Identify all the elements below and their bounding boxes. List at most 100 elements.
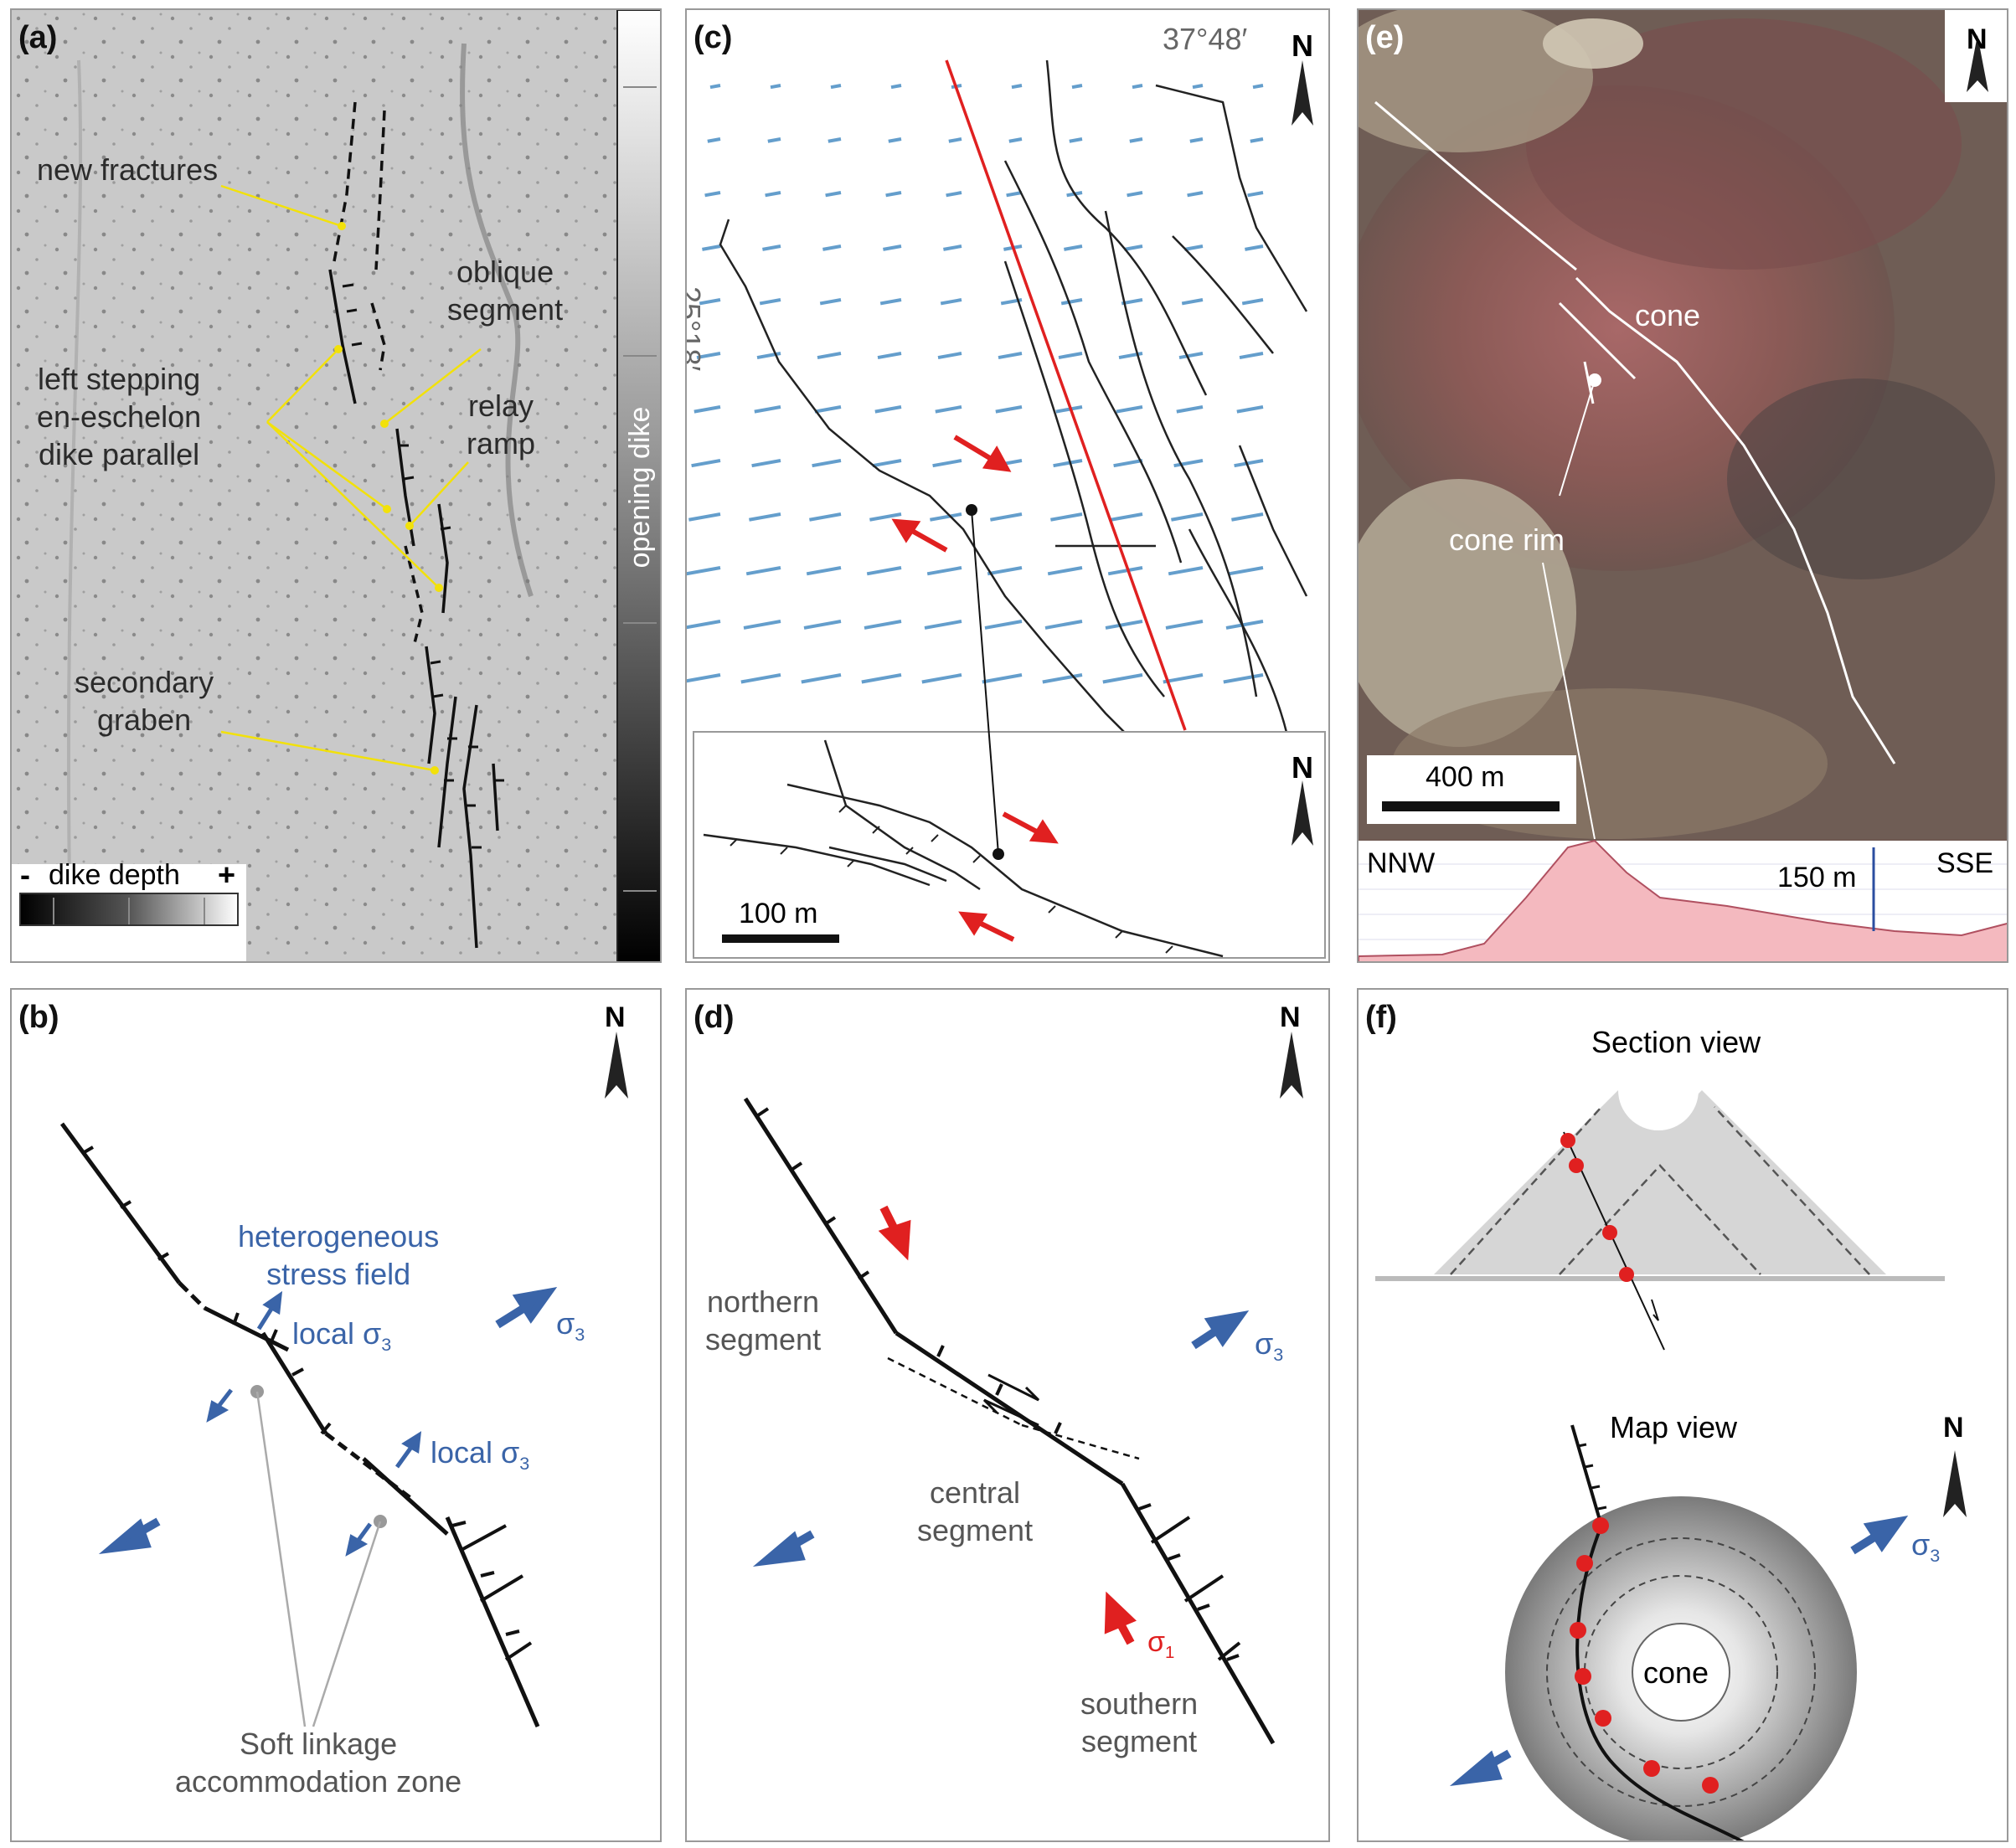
displacement-vector <box>762 245 781 251</box>
north-label-f: N <box>1943 1412 1964 1444</box>
left-stepping-line2: en-eschelon <box>37 399 202 434</box>
displacement-vector <box>756 352 781 360</box>
displacement-vector <box>743 620 781 630</box>
displacement-vector <box>1008 137 1023 143</box>
panel-c-label: (c) <box>693 20 733 55</box>
heterogeneous-line2: stress field <box>266 1257 411 1291</box>
central-segment-label: central segment <box>917 1474 1033 1549</box>
displacement-vector <box>1064 245 1083 251</box>
displacement-vector <box>828 137 842 143</box>
sigma3-d: σ3 <box>1255 1325 1283 1367</box>
local-sigma-text-upper: local σ <box>292 1316 382 1351</box>
displacement-vector <box>1176 405 1204 414</box>
displacement-vector <box>1058 352 1083 360</box>
secondary-graben-label: secondary graben <box>75 663 214 739</box>
displacement-vector <box>937 352 962 360</box>
displacement-vector <box>982 673 1023 684</box>
displacement-vector <box>1187 191 1204 198</box>
graben-line1: secondary <box>75 665 214 699</box>
cone-label-e: cone <box>1635 298 1701 332</box>
sigma-symbol-f: σ <box>1911 1527 1931 1562</box>
heterogeneous-stress-label: heterogeneous stress field <box>238 1217 439 1293</box>
displacement-vector <box>872 459 902 468</box>
displacement-vector <box>1102 673 1143 684</box>
displacement-vector <box>874 405 902 414</box>
displacement-vector <box>987 566 1023 576</box>
soft-linkage-line1: Soft linkage <box>240 1727 398 1761</box>
displacement-vector <box>745 566 781 576</box>
displacement-vector <box>1107 566 1143 576</box>
displacement-vector <box>1044 620 1083 630</box>
displacement-vector <box>1060 298 1083 306</box>
displacement-vector <box>1189 137 1204 143</box>
displacement-vector <box>1234 459 1264 468</box>
displacement-vector <box>864 620 902 630</box>
displacement-vector <box>1105 620 1143 630</box>
displacement-vector <box>935 405 962 414</box>
sigma-symbol-b: σ <box>556 1306 575 1341</box>
displacement-vector <box>702 245 721 251</box>
panel-a: (a) new fractures oblique segment left s… <box>10 8 662 963</box>
displacement-vector <box>890 84 902 90</box>
displacement-vector <box>1165 620 1204 630</box>
displacement-vector <box>1116 405 1143 414</box>
panel-f-label: (f) <box>1365 1000 1397 1035</box>
sigma3-f: σ3 <box>1911 1526 1940 1567</box>
displacement-vector <box>946 191 962 198</box>
left-stepping-label: left stepping en-eschelon dike parallel <box>37 360 201 473</box>
displacement-vector <box>1236 405 1264 414</box>
displacement-vector <box>759 298 781 306</box>
displacement-vector <box>1055 405 1083 414</box>
displacement-vector <box>1006 191 1023 198</box>
displacement-vector <box>924 620 962 630</box>
scale-label-c: 100 m <box>739 898 818 929</box>
displacement-vector <box>1225 620 1264 630</box>
displacement-vector <box>830 84 842 90</box>
displacement-vector <box>1184 245 1204 251</box>
displacement-vector <box>1042 673 1083 684</box>
displacement-vector <box>921 673 962 684</box>
displacement-vector <box>1127 191 1143 198</box>
displacement-vector <box>825 191 842 198</box>
relay-line1: relay <box>468 389 534 423</box>
sigma3-b: σ3 <box>556 1305 585 1346</box>
displacement-vector <box>1113 459 1143 468</box>
displacement-vector <box>704 191 721 198</box>
displacement-vector <box>687 620 721 630</box>
displacement-vector <box>1163 673 1204 684</box>
displacement-vector <box>879 298 902 306</box>
depth-label: dike depth <box>49 859 180 891</box>
displacement-vector <box>1228 566 1264 576</box>
displacement-vector <box>1173 459 1204 468</box>
displacement-vector <box>1124 245 1143 251</box>
displacement-vector <box>984 620 1023 630</box>
displacement-vector <box>1181 298 1204 306</box>
displacement-vector <box>1011 84 1023 90</box>
displacement-vector <box>932 459 962 468</box>
displacement-vector <box>822 245 842 251</box>
northern-line1: northern <box>706 1284 820 1319</box>
graben-line2: graben <box>97 703 192 737</box>
displacement-vector <box>801 673 842 684</box>
displacement-vector <box>926 566 962 576</box>
panel-b-diagram <box>59 1032 628 1727</box>
displacement-vector <box>696 352 721 360</box>
oblique-line1: oblique <box>456 255 554 289</box>
north-label-c-inset: N <box>1292 750 1313 785</box>
sigma3-sub-b: 3 <box>575 1324 585 1346</box>
displacement-vector <box>1071 84 1083 90</box>
sigma3-sub-d: 3 <box>1273 1344 1284 1366</box>
displacement-vector <box>861 673 902 684</box>
section-view-label: Section view <box>1591 1025 1761 1059</box>
displacement-vector <box>1171 512 1204 522</box>
displacement-vector <box>1050 512 1083 522</box>
local-sigma-text-lower: local σ <box>431 1435 520 1470</box>
relay-line2: ramp <box>467 426 536 461</box>
displacement-vector <box>1247 191 1264 198</box>
panel-b: (b) N heterogeneous stress field local σ… <box>10 988 662 1842</box>
panel-d: (d) N northern segment central segment s… <box>685 988 1330 1842</box>
displacement-vector <box>817 352 842 360</box>
southern-line1: southern <box>1080 1686 1199 1721</box>
longitude-label: 37°48′ <box>1163 22 1248 56</box>
displacement-vector <box>765 191 781 198</box>
